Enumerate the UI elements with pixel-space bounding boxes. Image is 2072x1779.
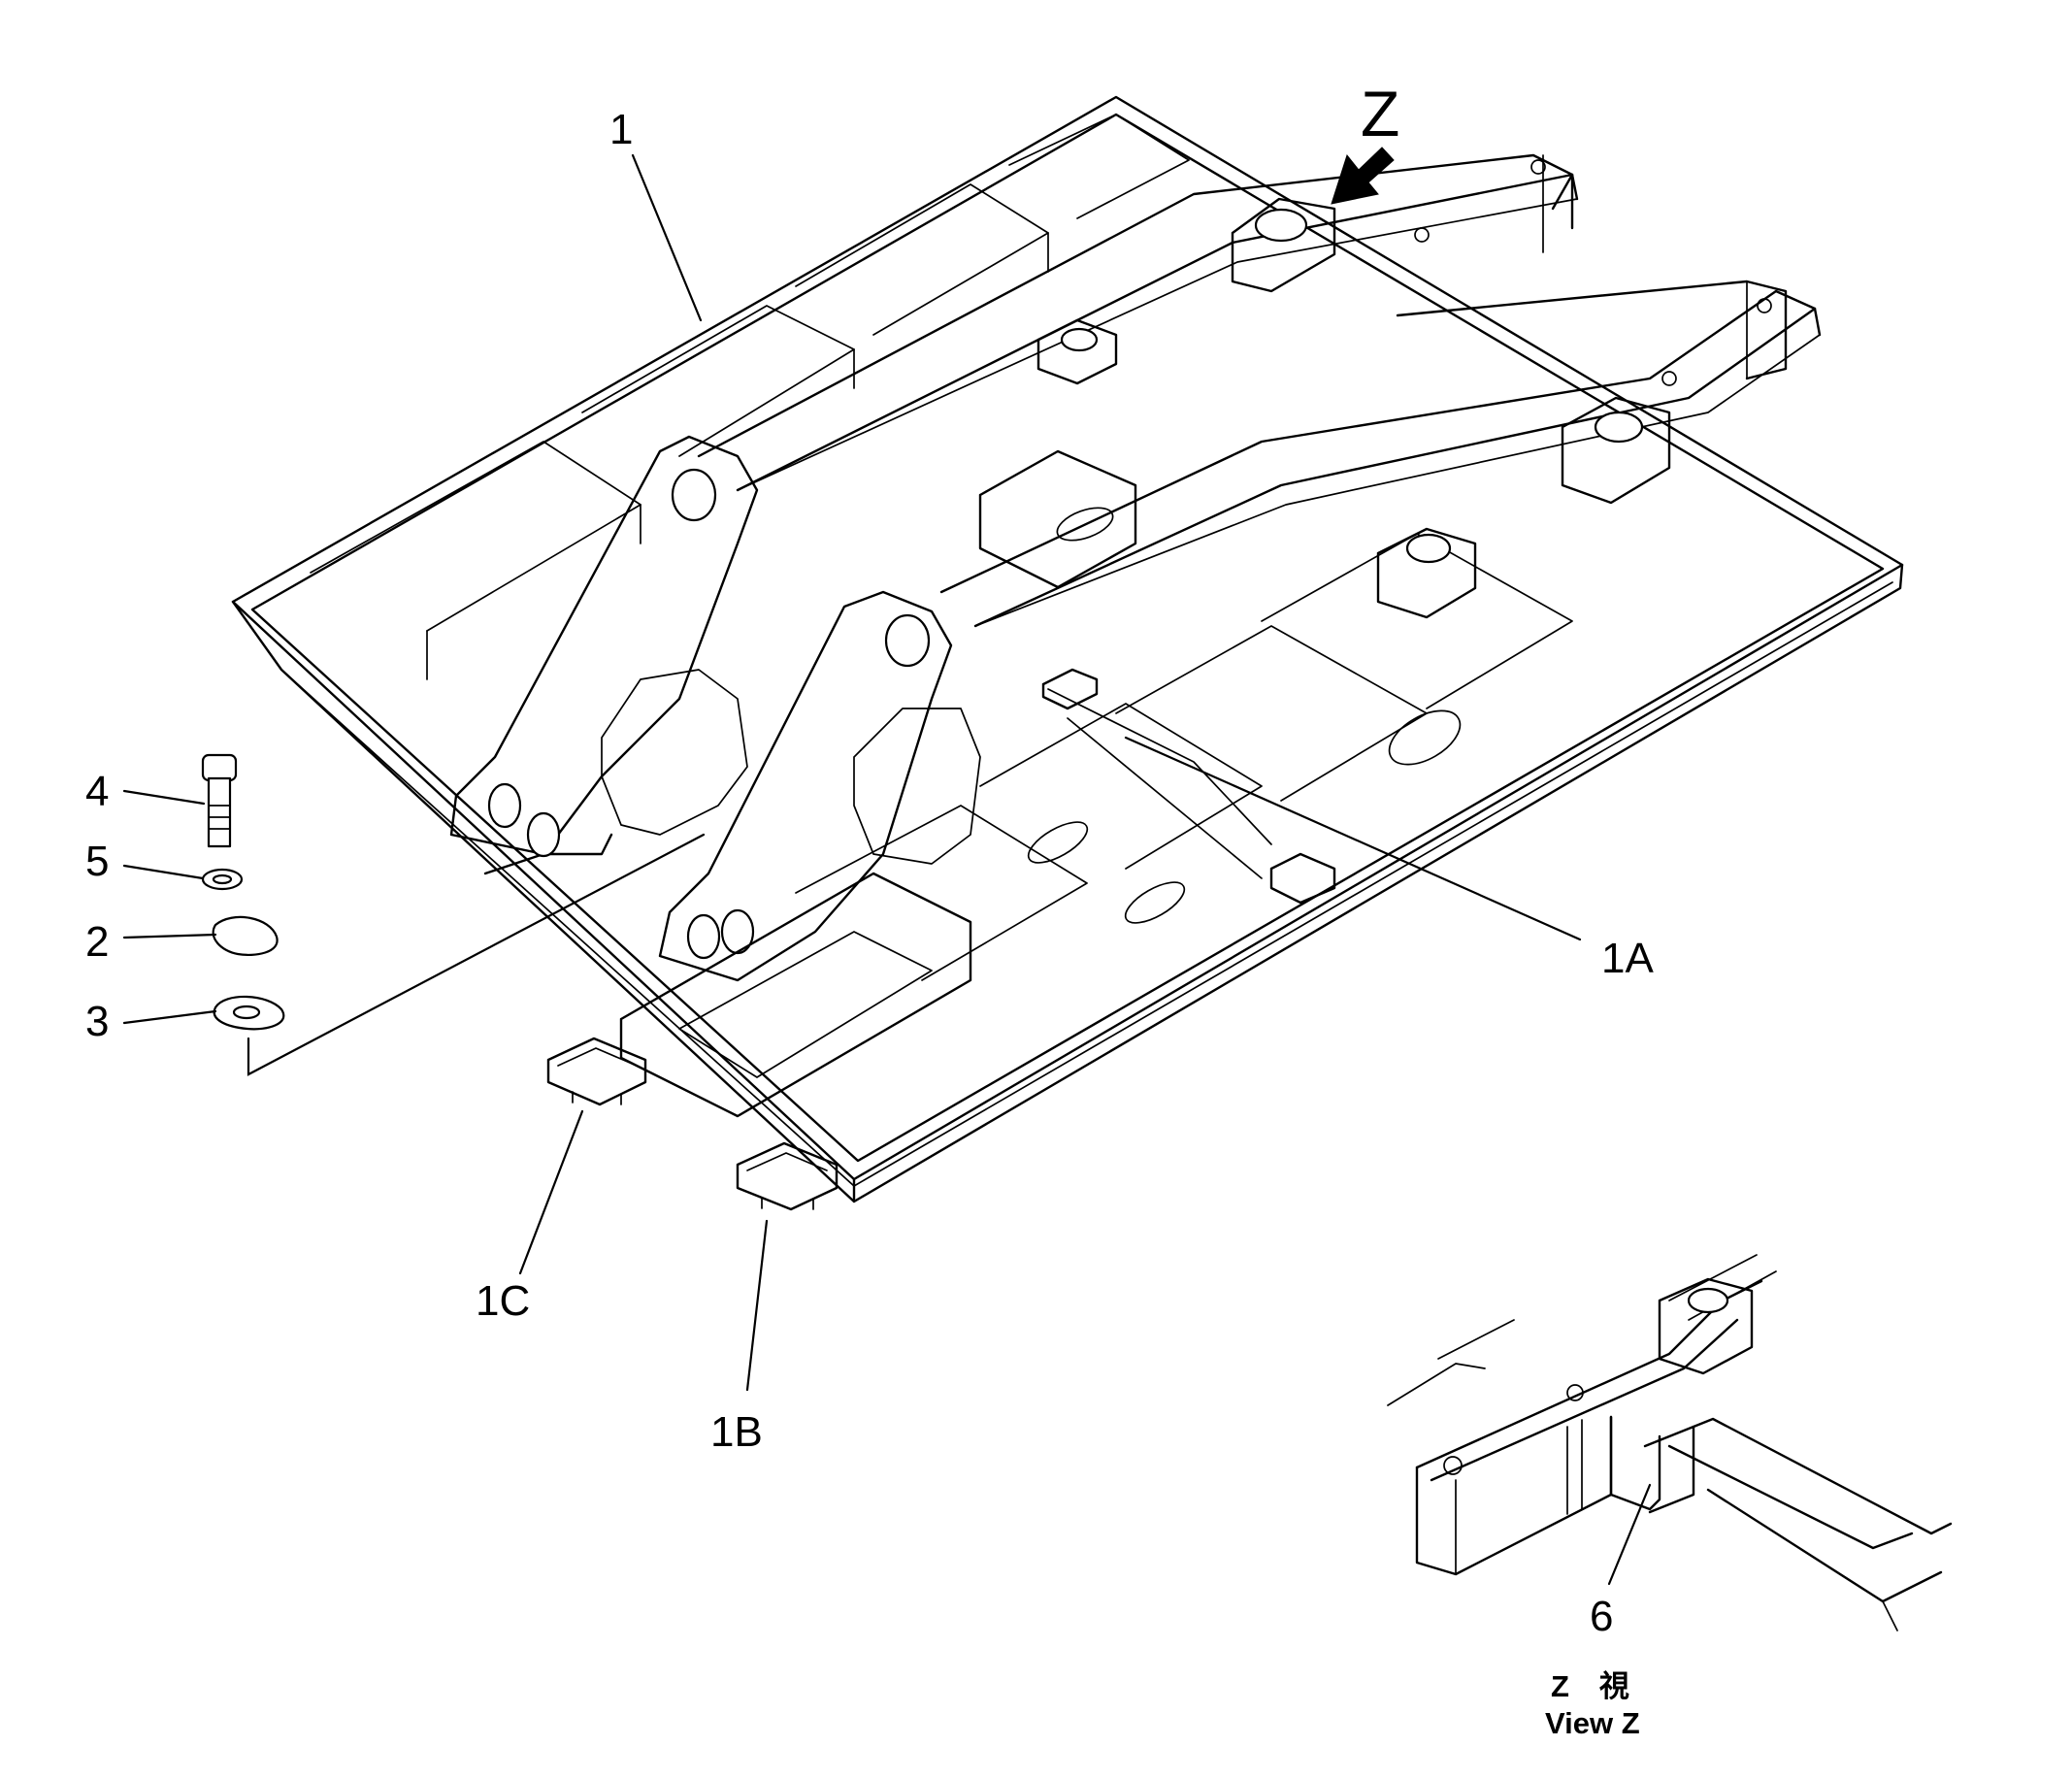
view-caption-en: View Z [1545,1706,1640,1740]
arrow-icon [1331,147,1395,205]
leader-1 [631,153,703,322]
callout-1C: 1C [476,1277,530,1325]
leader-3 [122,1009,217,1025]
view-z-arrow [1331,147,1395,205]
callout-1A: 1A [1601,935,1654,982]
callout-3: 3 [85,998,109,1045]
plate-part-drawing [212,915,279,956]
shim-part-drawing [213,995,285,1031]
leader-5 [122,864,205,880]
view-z-inset-drawing [1387,1254,1953,1631]
bolt-part-drawing [201,753,238,848]
callout-1: 1 [609,106,633,153]
leader-4 [122,789,206,806]
main-frame-drawing [231,95,1904,1203]
callout-z: Z [1361,78,1399,149]
leader-lines [122,153,1652,1586]
pad-1C-drawing [546,1037,647,1106]
callout-2: 2 [85,918,109,966]
callout-5: 5 [85,838,109,885]
leader-assembly-bracket [247,833,706,1076]
pad-1B-drawing [736,1141,839,1211]
callout-4: 4 [85,768,109,815]
leader-2 [122,933,217,939]
leader-6 [1607,1483,1652,1586]
view-caption-jp: Z 視 [1551,1669,1629,1703]
leader-1C [518,1109,584,1275]
leader-1B [745,1219,769,1392]
leader-1A [1124,736,1582,941]
callout-1B: 1B [710,1408,763,1456]
callout-6: 6 [1590,1593,1613,1640]
washer-part-drawing [201,868,244,891]
